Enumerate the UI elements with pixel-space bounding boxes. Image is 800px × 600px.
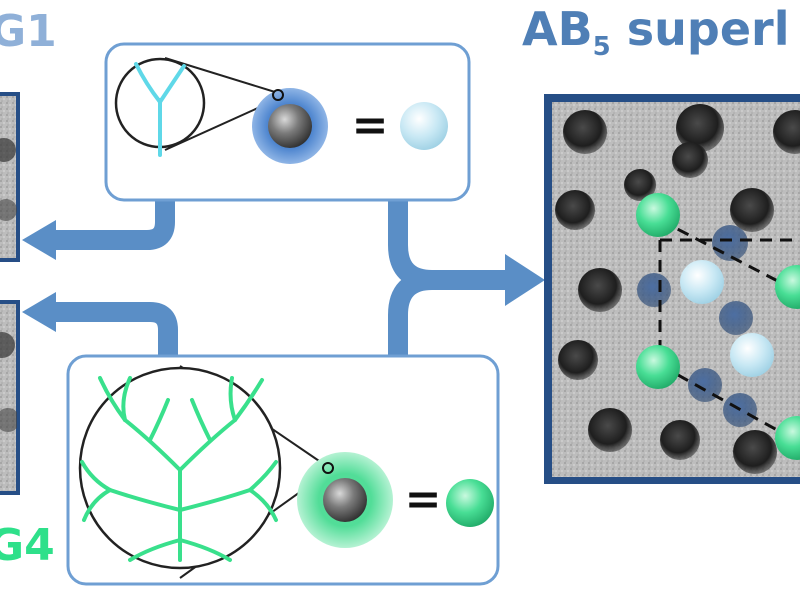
top-equals-sign: =	[352, 100, 389, 151]
gray-sphere-icon	[323, 478, 367, 522]
green-sphere-icon	[775, 265, 800, 309]
arrow-to-g4	[50, 302, 178, 358]
lattice-dashed-lines	[658, 218, 800, 442]
ab5-title-main: AB	[522, 2, 593, 56]
zoom-point-icon	[322, 462, 334, 474]
arrowheads	[22, 220, 545, 332]
green-sphere-icon	[446, 479, 494, 527]
arrow-to-g1	[50, 198, 175, 250]
g1-micrograph-panel	[0, 92, 20, 262]
y-branch-dendron-icon	[134, 62, 186, 157]
g4-label: G4	[0, 520, 55, 571]
bottom-equals-sign: =	[405, 474, 442, 525]
green-sphere-icon	[775, 416, 800, 460]
arrowhead-right	[505, 254, 545, 306]
arrow-merge-top	[388, 198, 505, 290]
g4-dendron-panel: =	[66, 354, 500, 586]
g4-micrograph-panel	[0, 300, 20, 495]
ab5-superlattice-title: AB5 superl	[522, 2, 790, 62]
g1-dendron-panel: =	[104, 42, 471, 202]
light-blue-sphere-icon	[400, 102, 448, 150]
arrowhead-left-top	[22, 220, 56, 260]
green-sphere-icon	[636, 193, 680, 237]
tem-dark-particles	[555, 104, 800, 474]
connector-arrows	[50, 198, 505, 358]
arrow-merge-bottom	[388, 270, 433, 358]
ab5-title-subscript: 5	[592, 32, 611, 62]
ab5-superlattice-micrograph	[544, 94, 800, 484]
zoom-point-icon	[272, 89, 284, 101]
light-blue-sphere-icon	[680, 260, 724, 304]
light-blue-sphere-icon	[730, 333, 774, 377]
green-sphere-icon	[636, 345, 680, 389]
ab5-title-rest: superl	[610, 2, 790, 56]
arrowhead-left-bottom	[22, 292, 56, 332]
gray-sphere-icon	[268, 104, 312, 148]
g1-label: G1	[0, 6, 57, 57]
branched-tree-dendron-icon	[80, 376, 278, 562]
